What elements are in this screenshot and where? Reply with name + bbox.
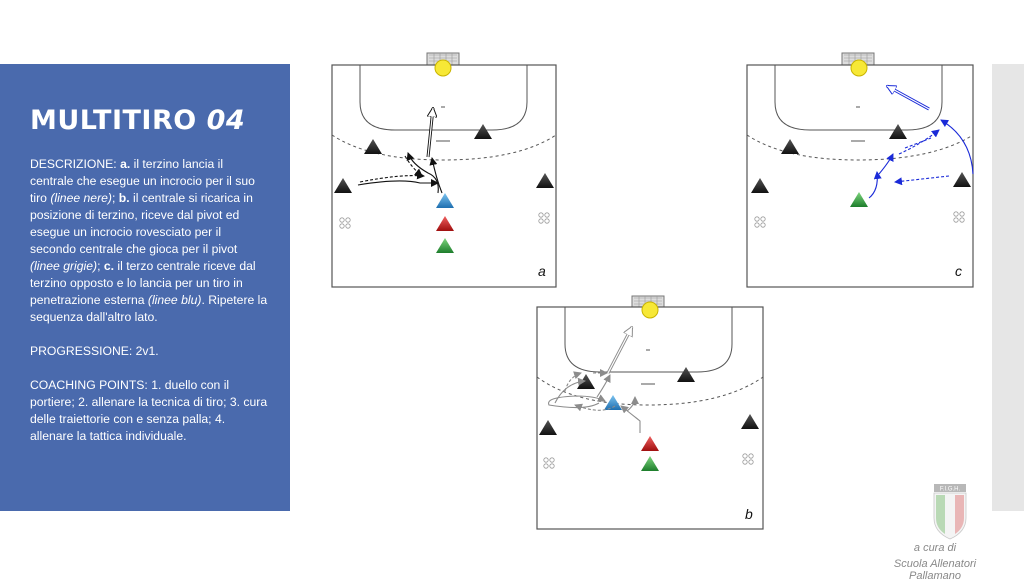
free-throw-line xyxy=(536,376,764,406)
goal-area-line xyxy=(359,65,528,131)
description-text: DESCRIZIONE: a. il terzino lancia il cen… xyxy=(30,156,268,324)
court-boundary xyxy=(536,306,764,530)
panel-label-b: b xyxy=(745,506,753,522)
ball-icon xyxy=(850,59,868,77)
figh-logo-icon: F.I.G.H. xyxy=(933,484,967,540)
movement-lines-black xyxy=(357,108,443,194)
attacker-red-icon xyxy=(436,216,454,231)
defender-icon xyxy=(889,124,907,139)
ball-icon xyxy=(641,301,659,319)
defender-icon xyxy=(751,178,769,193)
attacker-red-icon xyxy=(641,436,659,451)
credit-line-1: a cura di xyxy=(913,542,957,554)
free-throw-line xyxy=(331,134,557,161)
coaching-points-text: COACHING POINTS: 1. duello con il portie… xyxy=(30,377,268,443)
court-diagram-a: a xyxy=(331,52,557,288)
goal-icon xyxy=(426,52,460,66)
side-grey-bar xyxy=(992,64,1024,511)
court-boundary xyxy=(746,64,974,288)
goal-icon xyxy=(841,52,875,66)
goal-area-line xyxy=(774,65,943,131)
ball-icon xyxy=(434,59,452,77)
defender-icon xyxy=(539,420,557,435)
credit-line-2: Scuola Allenatori Pallamano xyxy=(893,558,977,582)
defender-icon xyxy=(364,139,382,154)
panel-label-c: c xyxy=(955,263,962,279)
attacker-green-icon xyxy=(641,456,659,471)
attacker-green-icon xyxy=(436,238,454,253)
goal-area-line xyxy=(564,307,733,373)
progression-text: PROGRESSIONE: 2v1. xyxy=(30,343,159,358)
defender-icon xyxy=(781,139,799,154)
page-title: MULTITIRO 04 xyxy=(30,105,246,136)
defender-icon xyxy=(334,178,352,193)
court-diagram-b: b xyxy=(536,295,764,530)
description-panel: MULTITIRO 04 DESCRIZIONE: a. il terzino … xyxy=(0,64,290,511)
panel-label-a: a xyxy=(538,263,546,279)
court-boundary xyxy=(331,64,557,288)
attacker-green-icon xyxy=(850,192,868,207)
movement-lines-grey xyxy=(548,327,641,433)
defender-icon xyxy=(536,173,554,188)
court-diagram-c: c xyxy=(746,52,974,288)
defender-icon xyxy=(741,414,759,429)
defender-icon xyxy=(677,367,695,382)
movement-lines-blue xyxy=(868,84,974,199)
attacker-blue-icon xyxy=(604,395,622,410)
svg-text:F.I.G.H.: F.I.G.H. xyxy=(940,487,961,493)
free-throw-line xyxy=(746,134,974,161)
title-number: 04 xyxy=(206,105,246,136)
defender-icon xyxy=(474,124,492,139)
defender-icon xyxy=(953,172,971,187)
attacker-blue-icon xyxy=(436,193,454,208)
